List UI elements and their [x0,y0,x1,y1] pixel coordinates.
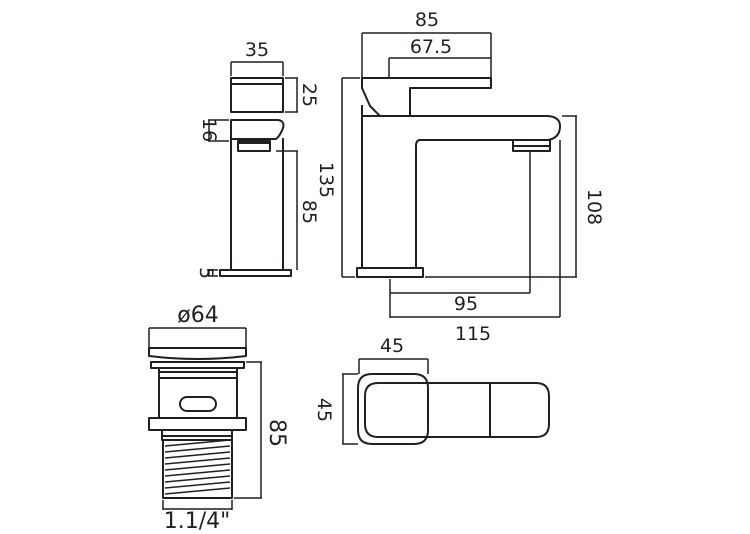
front-spout-height-dimension: 108 [425,115,605,278]
front-overall-reach-dimension: 115 [390,140,561,345]
plan-view: 45 45 [313,335,550,445]
plan-depth-dimension: 45 [313,373,358,445]
side-base-height-label: 5 [195,267,217,279]
side-handle [230,77,284,113]
side-width-dimension: 35 [230,39,284,76]
waste-height-dimension: 85 [234,361,289,499]
front-overall-height-label: 135 [315,162,337,198]
waste-thread [162,439,233,499]
front-overall-height-dimension: 135 [315,77,360,278]
waste-height-label: 85 [264,419,289,447]
side-body [230,138,284,271]
plan-depth-label: 45 [313,398,335,422]
front-handle-inner-label: 67.5 [410,36,452,58]
plan-body [357,373,429,445]
front-handle-length-label: 85 [415,9,439,31]
side-base [219,269,292,277]
waste-diameter-label: ø64 [177,303,218,328]
front-spout-reach-label: 95 [454,293,478,315]
waste-flange [150,361,245,369]
side-width-label: 35 [245,39,269,61]
side-aerator [237,140,271,152]
front-handle-inner-dimension: 67.5 [388,36,491,78]
plan-width-dimension: 45 [358,335,429,374]
side-body-height-label: 85 [298,200,320,224]
front-handle [361,77,492,117]
plan-width-label: 45 [380,335,404,357]
waste-thread-label: 1.1/4" [164,509,231,534]
front-view: 85 67.5 135 108 [315,9,605,345]
side-handle-height-dimension: 25 [285,77,320,113]
side-spout-height-dimension: 16 [198,118,229,142]
side-base-height-dimension: 5 [195,267,218,279]
waste-cap [148,347,247,360]
waste-view: ø64 8 [148,303,289,534]
waste-thread-lines [164,439,231,495]
side-spout-height-label: 16 [198,118,220,142]
front-handle-length-dimension: 85 [361,9,492,78]
waste-diameter-dimension: ø64 [148,303,247,348]
front-spout-height-label: 108 [583,189,605,225]
front-spout [361,105,561,269]
waste-body [158,367,238,419]
waste-thread-dimension: 1.1/4" [162,500,233,534]
side-body-height-dimension: 85 [276,150,320,270]
plan-handle [364,382,550,438]
side-view: 35 25 16 85 [195,39,320,279]
side-handle-height-label: 25 [298,83,320,107]
front-spout-reach-dimension: 95 [389,151,531,318]
waste-overflow-slot [179,396,217,412]
front-overall-reach-label: 115 [455,323,491,345]
waste-washer [148,417,247,431]
side-spout-collar [230,119,285,140]
front-base [356,267,424,278]
